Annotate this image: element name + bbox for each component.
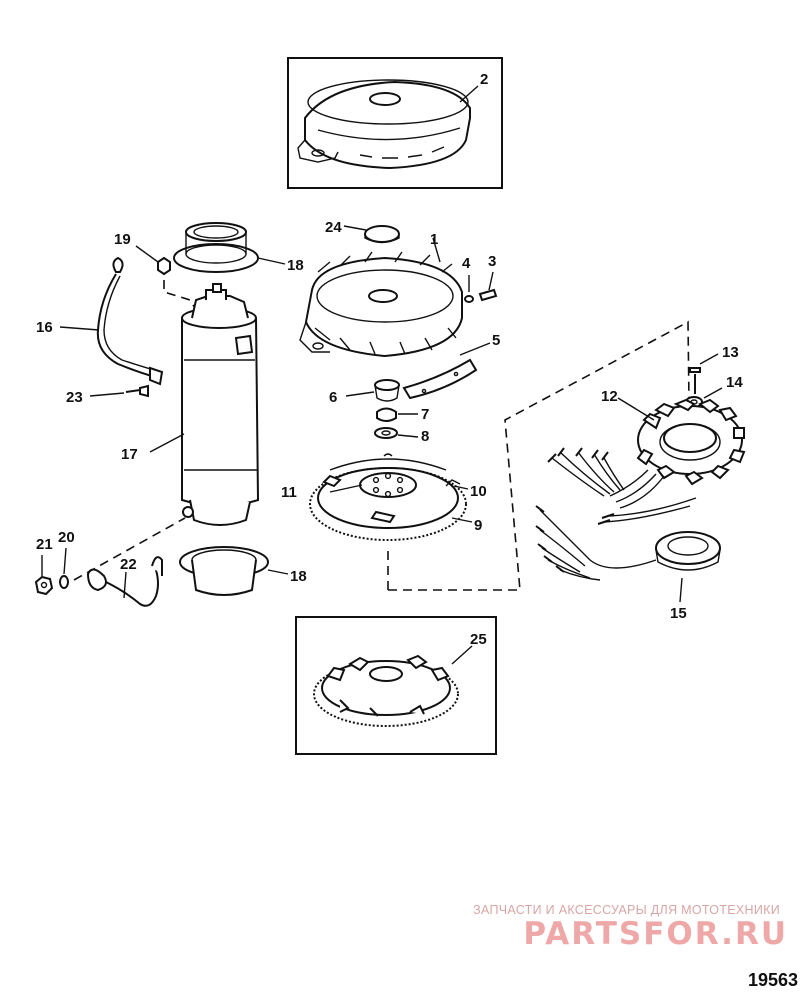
screw-23 (89, 384, 149, 398)
callout-21: 21 (36, 536, 53, 553)
detail-box-flywheel-cover: 2 (287, 57, 503, 189)
ground-cable-assembly (34, 517, 186, 607)
callout-8: 8 (421, 428, 429, 445)
callout-23: 23 (66, 389, 83, 406)
stator-12 (609, 397, 746, 509)
callout-25: 25 (470, 631, 487, 648)
bushing-18-upper (173, 222, 286, 273)
callout-20: 20 (58, 529, 75, 546)
assembly-dashed-line (387, 320, 691, 591)
watermark-logo: PARTSFOR.RU (523, 916, 788, 952)
callout-10: 10 (470, 483, 487, 500)
callout-5: 5 (492, 332, 500, 349)
watermark-tagline: ЗАПЧАСТИ И АКСЕССУАРЫ ДЛЯ МОТОТЕХНИКИ (473, 903, 780, 917)
spacer-nut-washer (345, 379, 419, 439)
callout-13: 13 (722, 344, 739, 361)
callout-6: 6 (329, 389, 337, 406)
screw-washer-13-14 (685, 353, 723, 408)
figure-number: 19563 (748, 970, 798, 990)
callout-14: 14 (726, 374, 743, 391)
callout-22: 22 (120, 556, 137, 573)
callout-18-upper: 18 (287, 257, 304, 274)
starter-motor-17 (149, 283, 260, 526)
cable-16 (59, 256, 164, 386)
callout-1: 1 (430, 231, 438, 248)
callout-4: 4 (462, 255, 471, 272)
callout-16: 16 (36, 319, 53, 336)
flywheel-cover-part (297, 79, 479, 170)
callout-15: 15 (670, 605, 687, 622)
flywheel-assembly (309, 453, 473, 541)
washer-screw-3-4 (464, 271, 498, 303)
detail-box-flywheel (295, 616, 497, 755)
callout-2: 2 (480, 71, 488, 88)
callout-17: 17 (121, 446, 138, 463)
trigger-15 (535, 505, 721, 603)
callout-19: 19 (114, 231, 131, 248)
callout-24: 24 (325, 219, 342, 236)
callout-11: 11 (281, 484, 297, 501)
flywheel-cover-assembly (299, 225, 463, 358)
callout-18-lower: 18 (290, 568, 307, 585)
callout-12: 12 (601, 388, 618, 405)
nut-19 (135, 245, 197, 311)
callout-3: 3 (488, 253, 496, 270)
callout-7: 7 (421, 406, 429, 423)
band-5 (402, 342, 491, 400)
bushing-18-lower (179, 546, 289, 596)
stator-leads (547, 447, 697, 525)
callout-9: 9 (474, 517, 482, 534)
